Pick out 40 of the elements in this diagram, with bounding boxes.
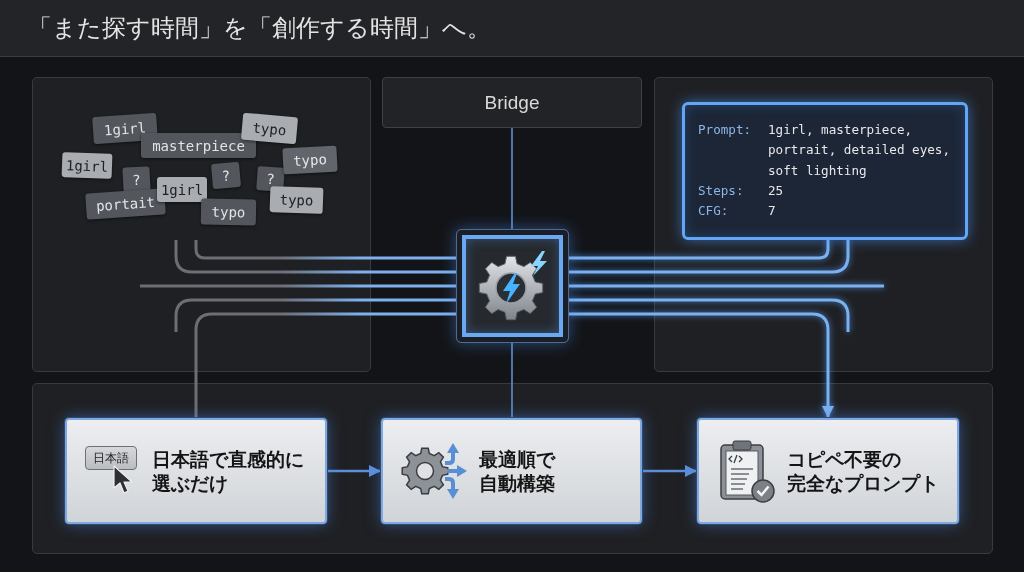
- connector-line: [174, 298, 456, 332]
- header-box: Bridge: [382, 77, 642, 128]
- step-label: コピペ不要の完全なプロンプト: [787, 447, 940, 495]
- step-box: [697, 418, 959, 524]
- field-value: 25: [768, 181, 785, 200]
- field-label: Prompt:: [698, 121, 753, 139]
- tag: 1girl: [61, 152, 113, 179]
- connector-line: [194, 312, 456, 418]
- arrow: [569, 312, 834, 418]
- tag: typo: [200, 198, 257, 226]
- connector-line: [569, 240, 830, 260]
- arrow: [327, 465, 381, 477]
- code-box: [682, 102, 968, 240]
- processor-chip: [456, 229, 569, 343]
- connector-line: [511, 342, 513, 419]
- tag: typo: [282, 145, 338, 175]
- connector-line: [174, 240, 456, 274]
- language-badge: 日本語: [85, 446, 137, 470]
- title: 「また探す時間」を「創作する時間」へ。: [28, 13, 491, 44]
- arrow: [642, 465, 697, 477]
- connector-line: [140, 284, 456, 288]
- tag: masterpiece: [141, 133, 256, 158]
- step-box: [65, 418, 327, 524]
- field-label: Steps:: [698, 181, 745, 200]
- panel: [32, 383, 993, 554]
- connector-line: [569, 240, 850, 274]
- panel: [654, 77, 993, 372]
- connector-line: [511, 127, 513, 230]
- connector-line: [569, 298, 850, 332]
- connector-line: [194, 240, 456, 260]
- connector-line: [569, 284, 884, 288]
- panel: [32, 77, 371, 372]
- step-box: [381, 418, 642, 524]
- step-label: 日本語で直感的に選ぶだけ: [152, 447, 305, 495]
- field-value: 1girl, masterpiece, portrait, detailed eyes, soft lighting: [768, 121, 951, 180]
- field-value: 7: [768, 202, 777, 221]
- tag: typo: [269, 186, 324, 214]
- field-label: CFG:: [698, 202, 730, 221]
- step-label: 最適順で自動構築: [479, 447, 557, 495]
- tag: ?: [210, 161, 242, 190]
